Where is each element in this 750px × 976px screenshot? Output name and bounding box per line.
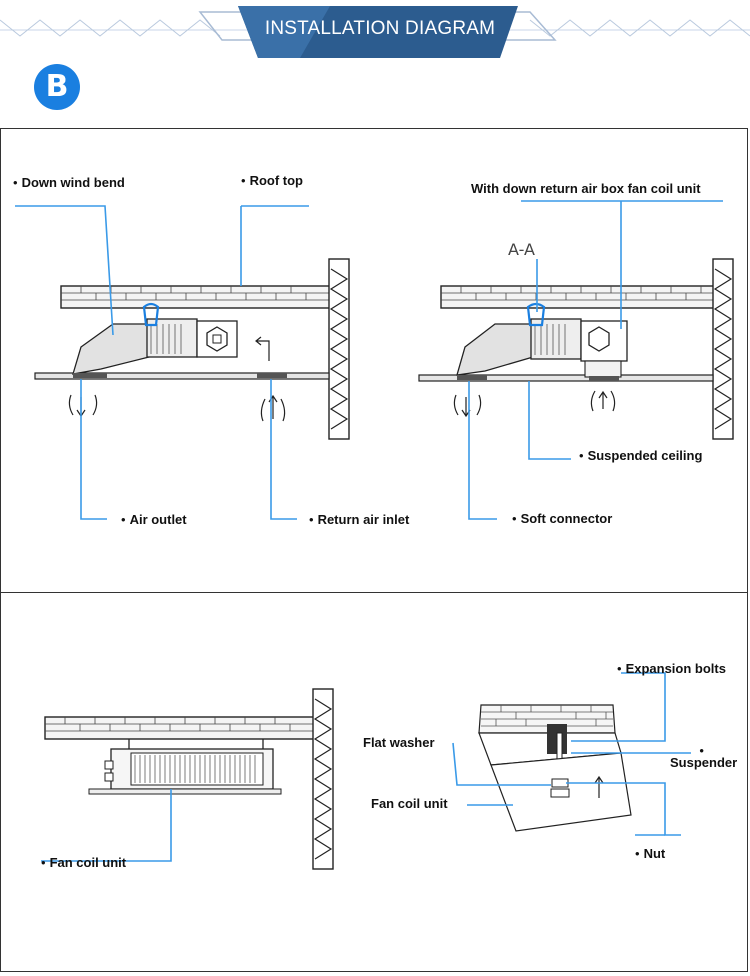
bottom-panel: •Fan coil unit •Expansion bolts Flat was… [0, 592, 748, 972]
section-badge: B [34, 64, 80, 110]
diagram4-structure [452, 672, 691, 836]
label-roof-top: •Roof top [241, 173, 303, 188]
header-banner-background [0, 0, 750, 70]
top-panel-drawings [15, 200, 734, 520]
label-suspended-ceiling: •Suspended ceiling [579, 448, 703, 463]
diagram3-structure [41, 688, 334, 870]
label-with-down-return-air-box: With down return air box fan coil unit [471, 181, 701, 196]
diagram1-structure [15, 205, 350, 520]
label-return-air-inlet: •Return air inlet [309, 512, 410, 527]
label-flat-washer: Flat washer [363, 735, 435, 750]
label-nut: •Nut [635, 846, 666, 861]
label-air-outlet: •Air outlet [121, 512, 187, 527]
label-expansion-bolts: •Expansion bolts [617, 661, 726, 676]
label-down-wind-bend: •Down wind bend [13, 175, 125, 190]
label-suspender: •Suspender [670, 743, 738, 770]
label-fan-coil-unit-left: •Fan coil unit [41, 855, 127, 870]
page-title: INSTALLATION DIAGRAM [264, 18, 496, 39]
bottom-panel-drawings [41, 672, 691, 870]
top-panel: •Down wind bend •Roof top •Air outlet •R… [0, 128, 748, 593]
section-mark-a-a: A-A [508, 240, 535, 259]
label-soft-connector: •Soft connector [512, 511, 613, 526]
label-fan-coil-unit-right: Fan coil unit [371, 796, 448, 811]
diagram2-structure [418, 200, 734, 520]
